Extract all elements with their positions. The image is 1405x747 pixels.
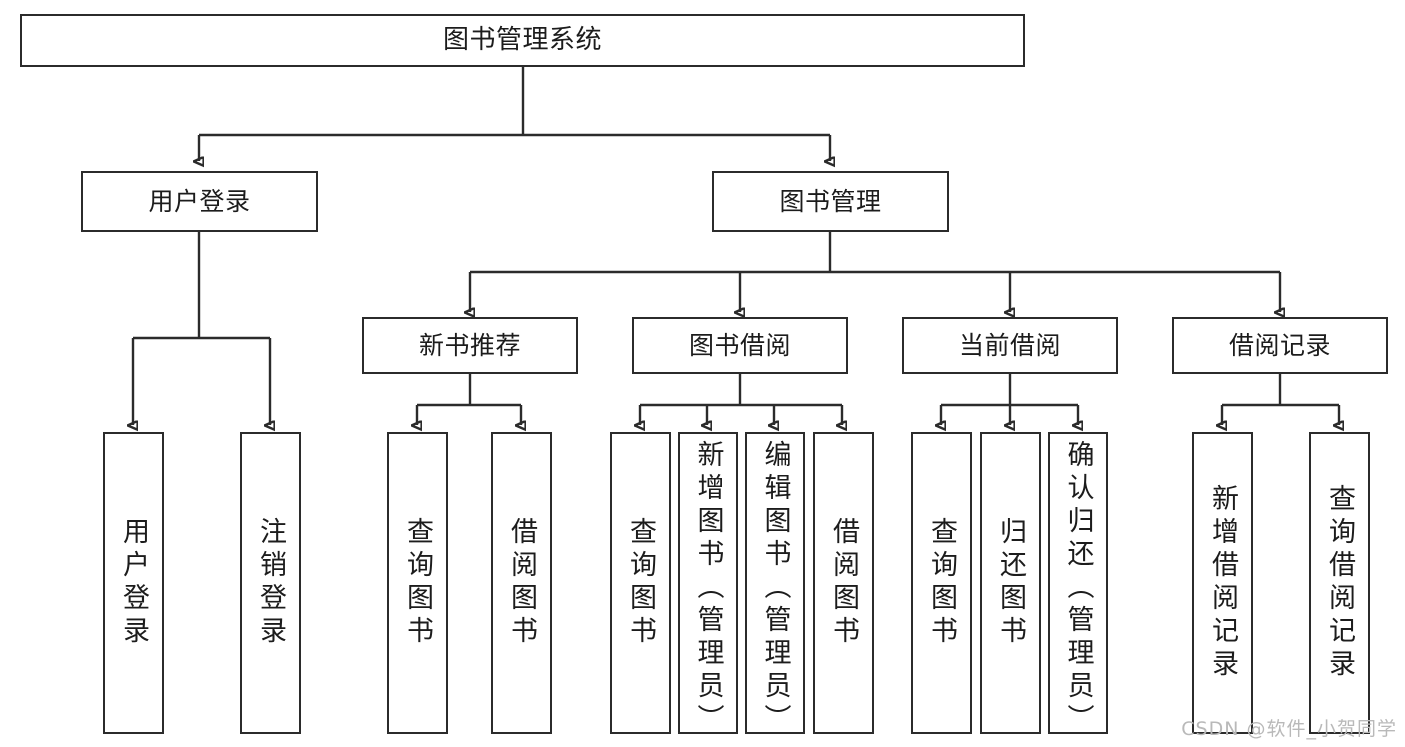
watermark-text: CSDN @软件_小贺同学 [1181, 718, 1397, 740]
node-label: 查询图书 [926, 517, 957, 649]
node-new-book-recommendation[interactable]: 新书推荐 [362, 317, 578, 374]
node-book-management[interactable]: 图书管理 [712, 171, 949, 232]
node-label: 图书管理系统 [442, 25, 602, 56]
leaf-user-login-signout[interactable]: 注销登录 [240, 432, 301, 734]
node-label: 查询图书 [402, 517, 433, 649]
node-label: 用户登录 [148, 187, 251, 216]
leaf-borrow-record-query-record[interactable]: 查询借阅记录 [1309, 432, 1370, 734]
leaf-new-book-borrow-books[interactable]: 借阅图书 [491, 432, 552, 734]
node-label: 归还图书 [995, 517, 1026, 649]
node-borrowing-record[interactable]: 借阅记录 [1172, 317, 1388, 374]
node-label: 编辑图书（管理员） [759, 440, 791, 737]
node-book-borrowing[interactable]: 图书借阅 [632, 317, 848, 374]
node-label: 查询图书 [625, 517, 656, 649]
node-current-borrowing[interactable]: 当前借阅 [902, 317, 1118, 374]
leaf-user-login-signin[interactable]: 用户登录 [103, 432, 164, 734]
node-root-book-management-system[interactable]: 图书管理系统 [20, 14, 1025, 67]
node-label: 确认归还（管理员） [1062, 440, 1094, 737]
node-label: 新书推荐 [418, 331, 521, 360]
node-label: 借阅记录 [1228, 331, 1331, 360]
node-label: 图书借阅 [688, 331, 791, 360]
leaf-book-borrow-borrow-books[interactable]: 借阅图书 [813, 432, 874, 734]
node-label: 查询借阅记录 [1324, 484, 1355, 682]
leaf-new-book-query-books[interactable]: 查询图书 [387, 432, 448, 734]
node-label: 当前借阅 [958, 331, 1061, 360]
node-label: 新增借阅记录 [1207, 484, 1238, 682]
leaf-book-borrow-add-book-admin[interactable]: 新增图书（管理员） [678, 432, 738, 737]
node-label: 注销登录 [255, 517, 286, 649]
leaf-borrow-record-add-record[interactable]: 新增借阅记录 [1192, 432, 1253, 734]
leaf-current-borrow-confirm-return-admin[interactable]: 确认归还（管理员） [1048, 432, 1108, 737]
leaf-book-borrow-edit-book-admin[interactable]: 编辑图书（管理员） [745, 432, 805, 737]
node-label: 借阅图书 [828, 517, 859, 649]
leaf-current-borrow-return-books[interactable]: 归还图书 [980, 432, 1041, 734]
leaf-book-borrow-query-books[interactable]: 查询图书 [610, 432, 671, 734]
node-label: 新增图书（管理员） [692, 440, 724, 737]
node-user-login[interactable]: 用户登录 [81, 171, 318, 232]
node-label: 用户登录 [118, 517, 149, 649]
node-label: 图书管理 [779, 187, 882, 216]
node-label: 借阅图书 [506, 517, 537, 649]
leaf-current-borrow-query-books[interactable]: 查询图书 [911, 432, 972, 734]
